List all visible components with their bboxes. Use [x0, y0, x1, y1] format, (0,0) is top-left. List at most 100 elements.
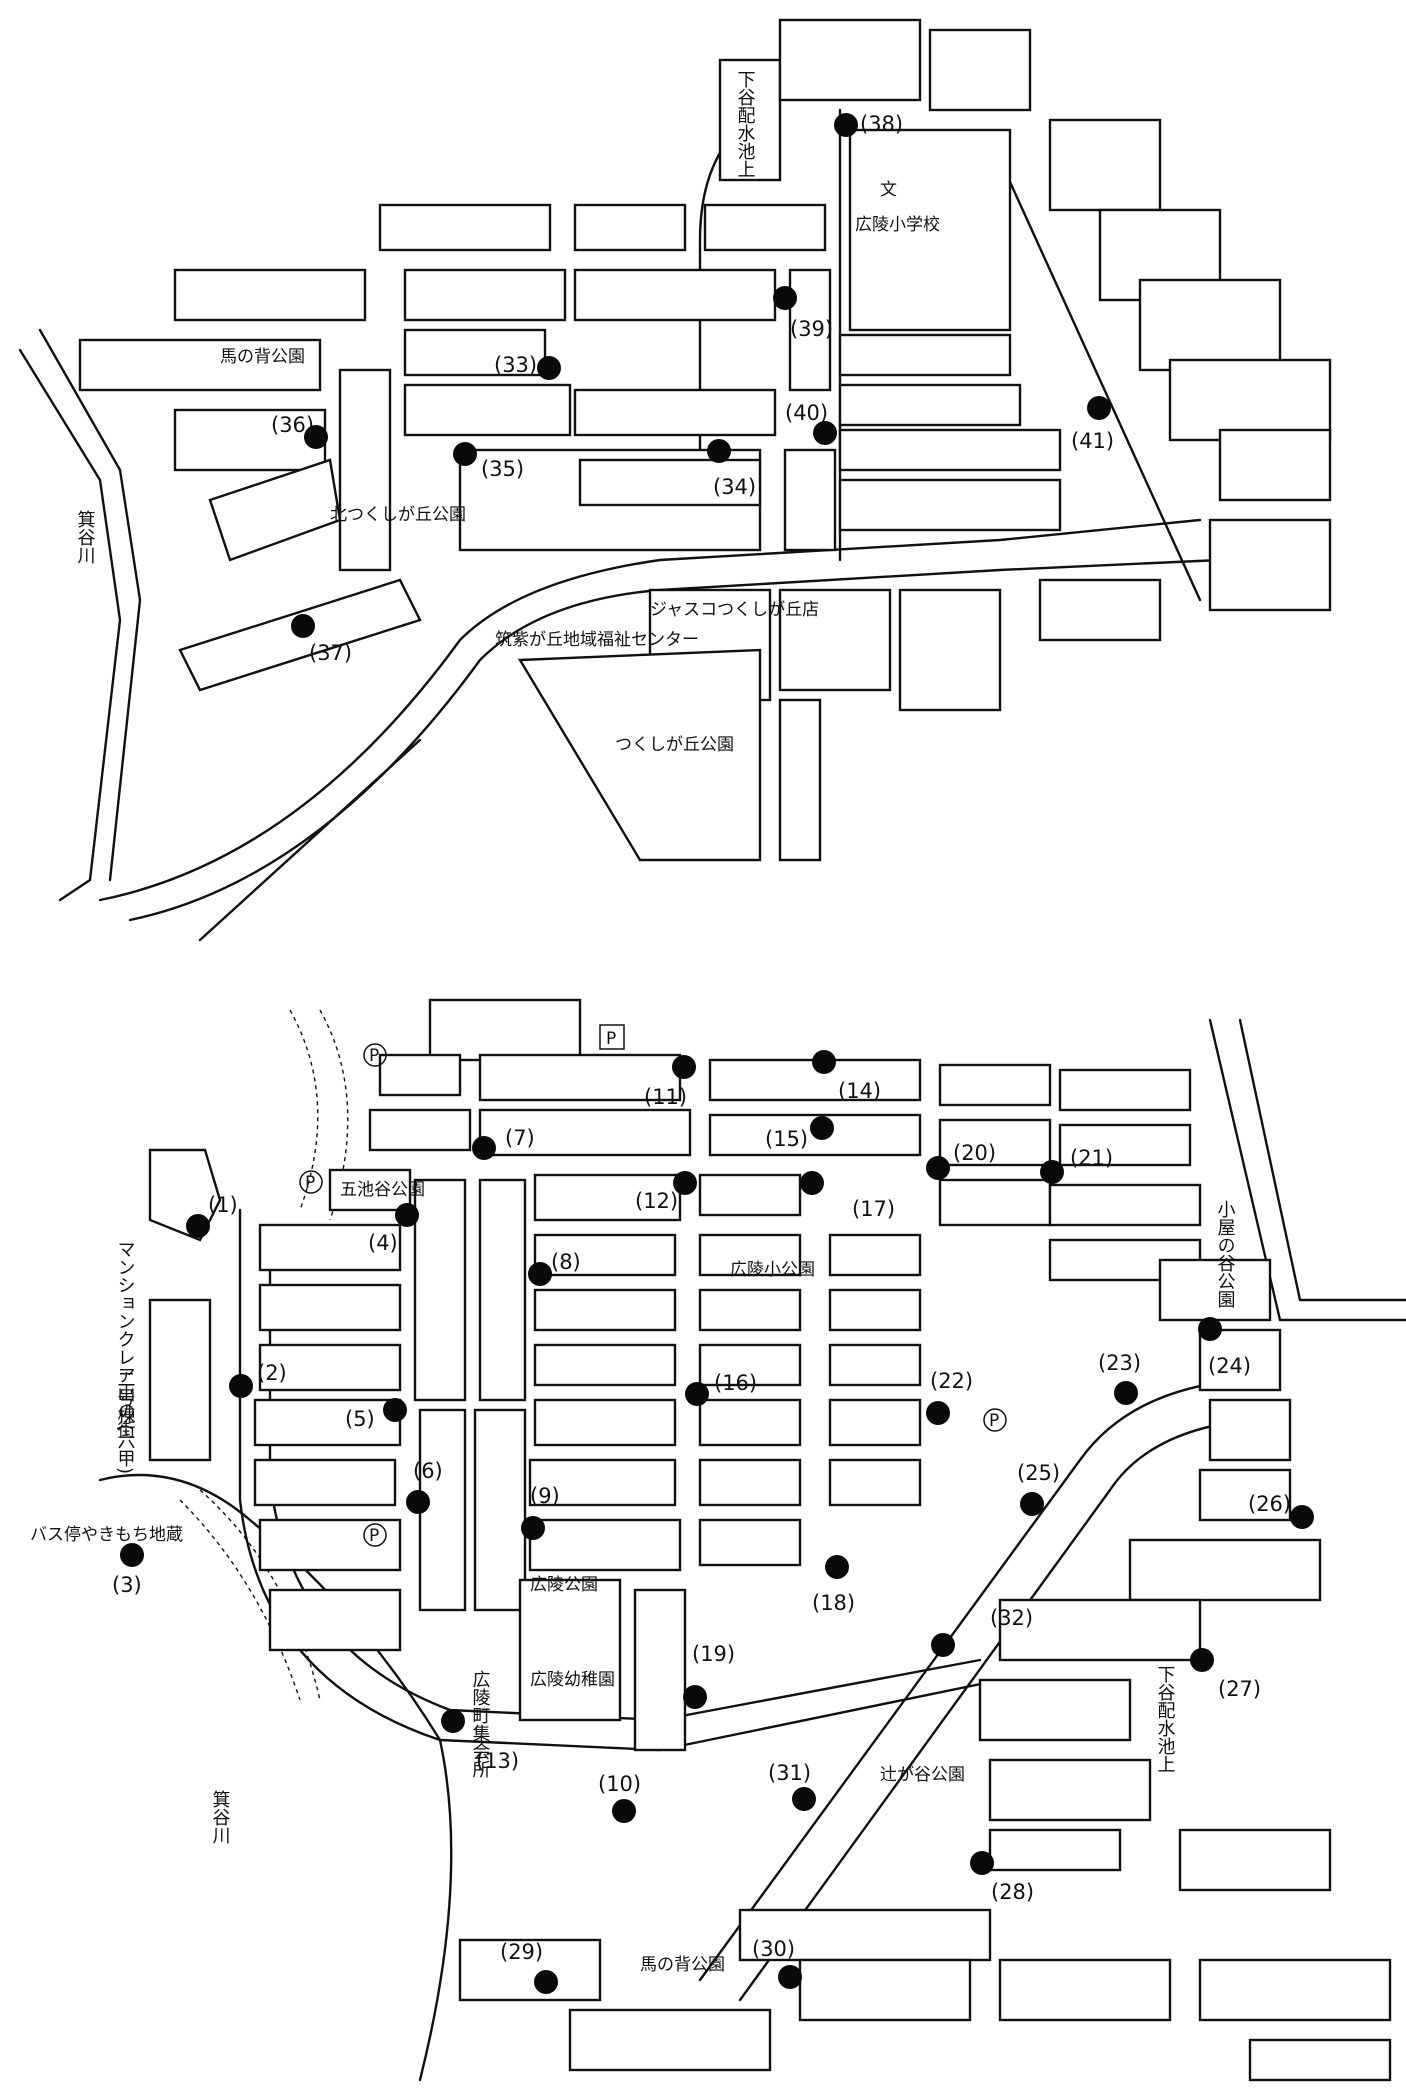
marker-label-26: (26) — [1248, 1492, 1291, 1516]
marker-label-2: (2) — [257, 1361, 287, 1385]
marker-dot-20[interactable] — [926, 1156, 950, 1180]
marker-dot-21[interactable] — [1040, 1160, 1064, 1184]
marker-label-25: (25) — [1017, 1461, 1060, 1485]
map-bottom-blocks — [148, 998, 1392, 2082]
marker-dot-2[interactable] — [229, 1374, 253, 1398]
label-goike-park: 五池谷公園 — [340, 1180, 425, 1200]
marker-label-24: (24) — [1208, 1354, 1251, 1378]
marker-label-5: (5) — [345, 1407, 375, 1431]
marker-dot-13[interactable] — [441, 1709, 465, 1733]
map-bottom-labels: マンションクレア山の街 二号棟(六甲) バス停やきもち地蔵 五池谷公園 広陵小公… — [30, 1180, 1236, 1975]
school-symbol: 文 — [880, 180, 897, 200]
label-bus-stop: バス停やきもち地蔵 — [30, 1525, 183, 1545]
label-kindergarten: 広陵幼稚園 — [530, 1670, 615, 1690]
marker-dot-40[interactable] — [813, 421, 837, 445]
marker-dot-3[interactable] — [120, 1543, 144, 1567]
marker-dot-33[interactable] — [537, 356, 561, 380]
marker-dot-34[interactable] — [707, 439, 731, 463]
marker-dot-28[interactable] — [970, 1851, 994, 1875]
marker-dot-24[interactable] — [1198, 1317, 1222, 1341]
marker-label-17: (17) — [852, 1197, 895, 1221]
marker-label-32: (32) — [990, 1606, 1033, 1630]
marker-dot-37[interactable] — [291, 614, 315, 638]
marker-dot-6[interactable] — [406, 1490, 430, 1514]
label-koya-park: 小屋の谷公園 — [1215, 1200, 1236, 1308]
marker-dot-31[interactable] — [792, 1787, 816, 1811]
label-reservoir-top: 下谷配水池上 — [735, 70, 756, 178]
label-kita-park: 北つくしが丘公園 — [330, 505, 466, 525]
label-school: 広陵小学校 — [855, 215, 940, 235]
label-koryo-park: 広陵公園 — [530, 1575, 598, 1595]
marker-dot-18[interactable] — [825, 1555, 849, 1579]
map-top-svg: 馬の背公園 北つくしが丘公園 筑紫が丘地域福祉センター ジャスコつくしが丘店 つ… — [18, 18, 1332, 942]
parking-label: P — [606, 1029, 616, 1049]
marker-dot-10[interactable] — [612, 1799, 636, 1823]
marker-label-10: (10) — [598, 1772, 641, 1796]
marker-dot-1[interactable] — [186, 1214, 210, 1238]
marker-dot-23[interactable] — [1114, 1381, 1138, 1405]
marker-dot-15[interactable] — [810, 1116, 834, 1140]
marker-dot-14[interactable] — [812, 1050, 836, 1074]
label-tsukushi-park: つくしが丘公園 — [615, 735, 734, 755]
marker-label-8: (8) — [551, 1250, 581, 1274]
marker-dot-29[interactable] — [534, 1970, 558, 1994]
marker-dot-8[interactable] — [528, 1262, 552, 1286]
label-uma-top: 馬の背公園 — [220, 347, 305, 367]
marker-dot-35[interactable] — [453, 442, 477, 466]
marker-label-4: (4) — [368, 1231, 398, 1255]
label-reservoir-bottom: 下谷配水池上 — [1155, 1665, 1176, 1773]
marker-dot-38[interactable] — [834, 113, 858, 137]
marker-dot-41[interactable] — [1087, 396, 1111, 420]
marker-dot-9[interactable] — [521, 1516, 545, 1540]
marker-dot-12[interactable] — [673, 1171, 697, 1195]
marker-label-18: (18) — [812, 1591, 855, 1615]
label-mansion: マンションクレア山の街 — [115, 1240, 136, 1438]
marker-label-37: (37) — [309, 641, 352, 665]
label-koryo-small-park: 広陵小公園 — [730, 1260, 815, 1280]
marker-dot-27[interactable] — [1190, 1648, 1214, 1672]
parking-icon — [363, 1043, 387, 1067]
marker-dot-22[interactable] — [926, 1401, 950, 1425]
marker-dot-30[interactable] — [778, 1965, 802, 1989]
map-top-blocks — [78, 18, 1332, 862]
parking-label: P — [989, 1411, 999, 1431]
marker-dot-4[interactable] — [395, 1203, 419, 1227]
marker-label-23: (23) — [1098, 1351, 1141, 1375]
marker-dot-11[interactable] — [672, 1055, 696, 1079]
marker-dot-39[interactable] — [773, 286, 797, 310]
marker-label-34: (34) — [713, 475, 756, 499]
marker-label-14: (14) — [838, 1079, 881, 1103]
marker-label-13: (13) — [476, 1749, 519, 1773]
marker-label-22: (22) — [930, 1369, 973, 1393]
map-panel-bottom: マンションクレア山の街 二号棟(六甲) バス停やきもち地蔵 五池谷公園 広陵小公… — [0, 980, 1406, 2088]
marker-label-35: (35) — [481, 457, 524, 481]
marker-dot-26[interactable] — [1290, 1505, 1314, 1529]
marker-label-40: (40) — [785, 401, 828, 425]
label-building2: 二号棟(六甲) — [115, 1370, 136, 1474]
marker-label-3: (3) — [112, 1573, 142, 1597]
map-bottom-parking: P P P P P — [299, 1024, 1007, 1547]
marker-label-28: (28) — [991, 1880, 1034, 1904]
marker-dot-25[interactable] — [1020, 1492, 1044, 1516]
marker-label-27: (27) — [1218, 1677, 1261, 1701]
label-uma-bottom: 馬の背公園 — [640, 1955, 725, 1975]
marker-label-41: (41) — [1071, 429, 1114, 453]
marker-dot-16[interactable] — [685, 1382, 709, 1406]
marker-label-15: (15) — [765, 1127, 808, 1151]
marker-dot-19[interactable] — [683, 1685, 707, 1709]
parking-icon — [983, 1408, 1007, 1432]
marker-dot-7[interactable] — [472, 1136, 496, 1160]
marker-dot-5[interactable] — [383, 1398, 407, 1422]
marker-dot-32[interactable] — [931, 1633, 955, 1657]
marker-label-33: (33) — [494, 353, 537, 377]
marker-label-20: (20) — [953, 1141, 996, 1165]
marker-label-9: (9) — [530, 1484, 560, 1508]
marker-dot-17[interactable] — [800, 1171, 824, 1195]
label-hall: 広陵町集会所 — [470, 1670, 491, 1778]
label-center: 筑紫が丘地域福祉センター — [495, 630, 699, 650]
map-bottom-markers: (1) (2) (3) (4) (5) (6) (7) (8) (9) (10)… — [112, 1050, 1314, 1994]
marker-dot-36[interactable] — [304, 425, 328, 449]
marker-label-16: (16) — [714, 1371, 757, 1395]
parking-icon — [299, 1170, 323, 1194]
parking-label: P — [369, 1526, 379, 1546]
